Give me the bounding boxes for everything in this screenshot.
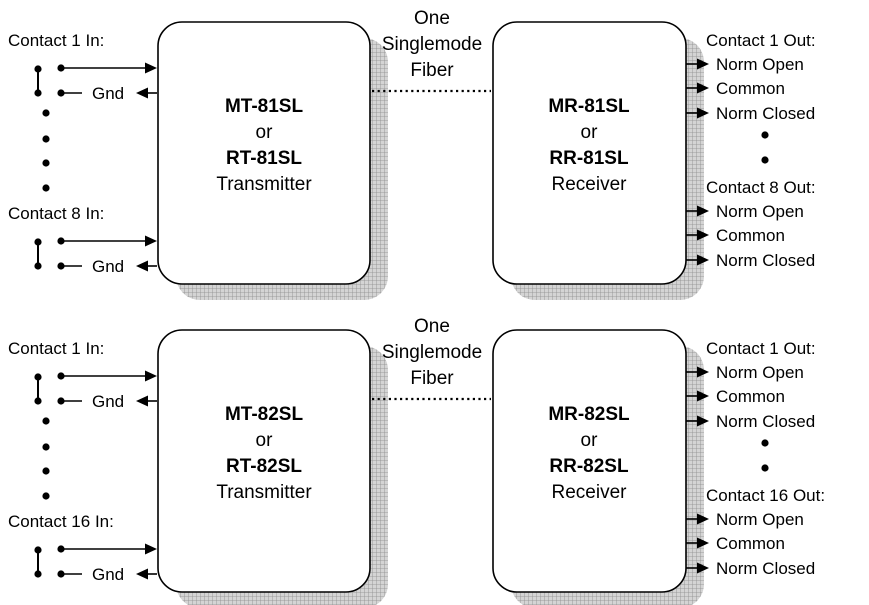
norm-open-arrow: [686, 513, 709, 525]
fiber-label-line3: Fiber: [410, 60, 454, 81]
ellipsis-dot: [42, 135, 50, 143]
receiver-model-b: RR-82SL: [549, 456, 629, 477]
input-group-first: Contact 1 In: Gnd: [8, 339, 157, 411]
norm-closed-arrow: [686, 415, 709, 427]
norm-closed-arrow: [686, 107, 709, 119]
transmitter-model-b: RT-81SL: [226, 148, 302, 169]
input-contact-label: Contact 8 In:: [8, 204, 104, 223]
ellipsis-dot: [761, 131, 769, 139]
switch-terminal: [34, 397, 42, 405]
ellipsis-dot: [42, 492, 50, 500]
norm-open-label: Norm Open: [716, 202, 804, 221]
input-arrow: [61, 543, 157, 555]
ellipsis-dot: [42, 109, 50, 117]
gnd-arrow: [136, 87, 157, 99]
common-label: Common: [716, 387, 785, 406]
common-arrow: [686, 537, 709, 549]
gnd-label: Gnd: [92, 392, 124, 411]
transmitter-box: [157, 329, 388, 605]
common-arrow: [686, 82, 709, 94]
gnd-label: Gnd: [92, 84, 124, 103]
input-group-first: Contact 1 In: Gnd: [8, 31, 157, 103]
norm-closed-label: Norm Closed: [716, 412, 815, 431]
norm-closed-arrow: [686, 254, 709, 266]
fiber-label-line1: One: [414, 8, 450, 29]
switch-terminal: [34, 570, 42, 578]
ellipsis-dot: [42, 184, 50, 192]
gnd-label: Gnd: [92, 257, 124, 276]
common-label: Common: [716, 534, 785, 553]
norm-closed-arrow: [686, 562, 709, 574]
transmitter-model-b: RT-82SL: [226, 456, 302, 477]
norm-closed-label: Norm Closed: [716, 251, 815, 270]
common-arrow: [686, 229, 709, 241]
output-contact-label: Contact 1 Out:: [706, 339, 816, 358]
receiver-or: or: [581, 430, 599, 451]
receiver-role: Receiver: [552, 174, 628, 195]
norm-open-label: Norm Open: [716, 363, 804, 382]
gnd-arrow: [136, 395, 157, 407]
input-group-last: Contact 8 In: Gnd: [8, 204, 157, 276]
transmitter-or: or: [256, 430, 274, 451]
norm-closed-label: Norm Closed: [716, 104, 815, 123]
common-arrow: [686, 390, 709, 402]
fiber-label-line1: One: [414, 316, 450, 337]
norm-open-label: Norm Open: [716, 510, 804, 529]
input-arrow: [61, 235, 157, 247]
norm-closed-label: Norm Closed: [716, 559, 815, 578]
output-contact-label: Contact 8 Out:: [706, 178, 816, 197]
switch-terminal: [34, 89, 42, 97]
ellipsis-dot: [42, 443, 50, 451]
switch-terminal: [34, 262, 42, 270]
receiver-box: [492, 21, 704, 300]
transmitter-box: [157, 21, 388, 300]
gnd-label: Gnd: [92, 565, 124, 584]
fiber-label-line3: Fiber: [410, 368, 454, 389]
norm-open-arrow: [686, 58, 709, 70]
ellipsis-dot: [42, 467, 50, 475]
transmitter-model-a: MT-82SL: [225, 404, 304, 425]
ellipsis-dot: [42, 159, 50, 167]
output-contact-label: Contact 16 Out:: [706, 486, 825, 505]
input-contact-label: Contact 1 In:: [8, 31, 104, 50]
receiver-box: [492, 329, 704, 605]
fiber-label-line2: Singlemode: [382, 34, 482, 55]
gnd-arrow: [136, 260, 157, 272]
input-arrow: [61, 62, 157, 74]
transmitter-model-a: MT-81SL: [225, 96, 304, 117]
norm-open-arrow: [686, 366, 709, 378]
fiber-label-line2: Singlemode: [382, 342, 482, 363]
transmitter-or: or: [256, 122, 274, 143]
receiver-model-b: RR-81SL: [549, 148, 629, 169]
output-contact-label: Contact 1 Out:: [706, 31, 816, 50]
ellipsis-dot: [761, 464, 769, 472]
common-label: Common: [716, 79, 785, 98]
input-arrow: [61, 370, 157, 382]
ellipsis-dot: [42, 417, 50, 425]
receiver-model-a: MR-81SL: [548, 96, 630, 117]
input-group-last: Contact 16 In: Gnd: [8, 512, 157, 584]
receiver-role: Receiver: [552, 482, 628, 503]
receiver-model-a: MR-82SL: [548, 404, 630, 425]
gnd-arrow: [136, 568, 157, 580]
ellipsis-dot: [761, 156, 769, 164]
receiver-or: or: [581, 122, 599, 143]
input-contact-label: Contact 1 In:: [8, 339, 104, 358]
transmitter-role: Transmitter: [216, 482, 312, 503]
input-contact-label: Contact 16 In:: [8, 512, 114, 531]
norm-open-label: Norm Open: [716, 55, 804, 74]
ellipsis-dot: [761, 439, 769, 447]
transmitter-role: Transmitter: [216, 174, 312, 195]
norm-open-arrow: [686, 205, 709, 217]
common-label: Common: [716, 226, 785, 245]
